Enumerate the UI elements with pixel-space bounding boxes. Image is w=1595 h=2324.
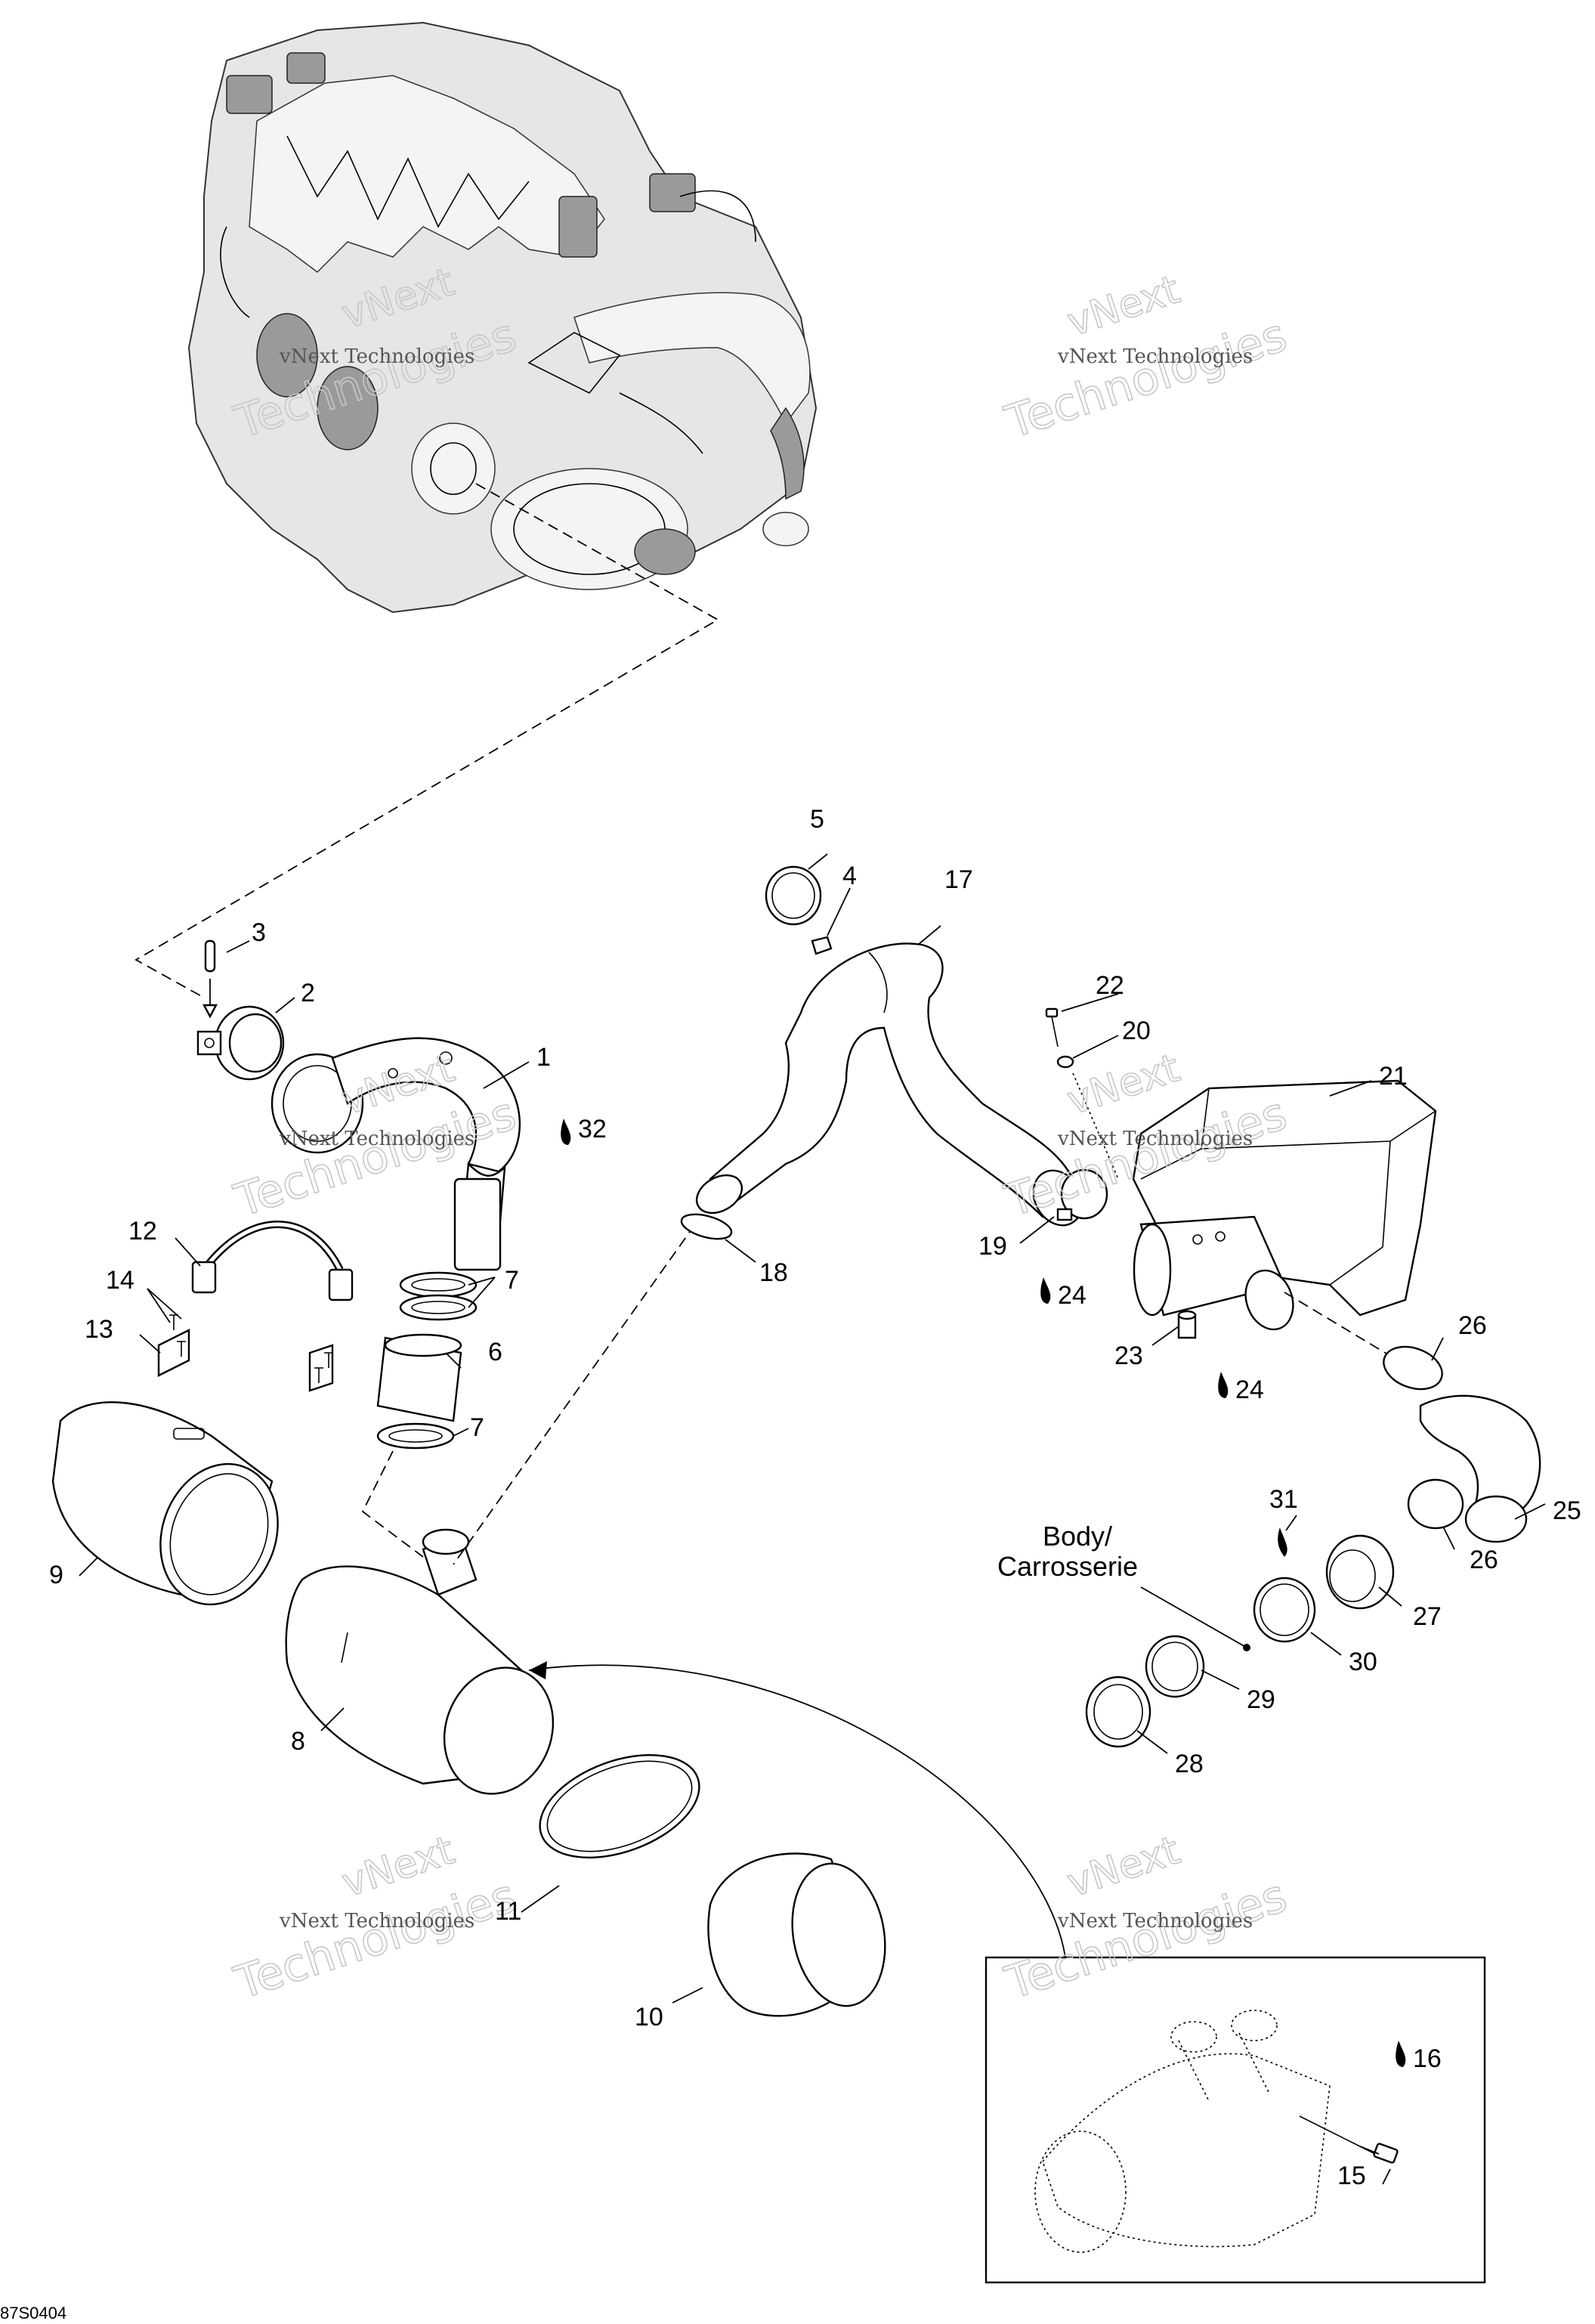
callout-25: 25	[1553, 1496, 1581, 1525]
part-3-pin	[202, 939, 218, 1019]
part-31-sealant-point	[1278, 1527, 1287, 1558]
callout-26a: 26	[1458, 1311, 1487, 1340]
callout-3: 3	[252, 918, 266, 947]
callout-4: 4	[842, 862, 857, 890]
part-19-clamp	[1056, 1168, 1108, 1221]
inset-box	[985, 1956, 1486, 2284]
callout-8: 8	[291, 1727, 305, 1756]
callout-7a: 7	[505, 1266, 519, 1295]
callout-28: 28	[1175, 1750, 1204, 1778]
svg-text:vNext Technologies: vNext Technologies	[1057, 1910, 1253, 1933]
callout-30: 30	[1349, 1648, 1377, 1676]
svg-text:vNext: vNext	[1062, 1045, 1185, 1124]
callout-26b: 26	[1470, 1546, 1498, 1574]
part-26-clamp-upper	[1383, 1345, 1443, 1391]
callout-6: 6	[488, 1338, 502, 1366]
watermark-5: vNext Technologies vNext Technologies	[227, 1827, 523, 2011]
callout-2: 2	[301, 979, 315, 1007]
diagram-code: 87S0404	[0, 2304, 66, 2322]
watermark-6: vNext Technologies vNext Technologies	[998, 1827, 1294, 2011]
leader-lines	[79, 853, 1546, 2185]
part-4-clip	[811, 936, 833, 955]
svg-text:Technologies: Technologies	[999, 1870, 1293, 2010]
body-label: Body/ Carrosserie	[997, 1521, 1138, 1582]
drop-icon-24b	[1218, 1372, 1229, 1398]
svg-text:Body/: Body/	[1043, 1521, 1112, 1552]
callout-29: 29	[1247, 1685, 1275, 1714]
engine-assembly	[187, 21, 818, 614]
callout-13: 13	[85, 1315, 113, 1344]
svg-text:vNext Technologies: vNext Technologies	[1057, 345, 1253, 368]
svg-text:vNext Technologies: vNext Technologies	[279, 1910, 474, 1933]
part-25-elbow	[1419, 1394, 1541, 1543]
part-15-sensor	[1299, 2115, 1399, 2164]
part-13-brackets	[157, 1329, 334, 1392]
svg-text:vNext Technologies: vNext Technologies	[279, 1128, 474, 1150]
part-11-ring	[539, 1754, 700, 1858]
part-9-heat-shield	[51, 1401, 279, 1606]
part-5-ring	[765, 865, 822, 926]
callout-10: 10	[635, 2003, 663, 2032]
svg-text:vNext Technologies: vNext Technologies	[1057, 1128, 1253, 1150]
svg-text:vNext: vNext	[1062, 267, 1185, 345]
part-20-washer	[1056, 1055, 1074, 1069]
part-7-gasket-lower	[376, 1422, 455, 1450]
svg-text:vNext Technologies: vNext Technologies	[279, 345, 474, 368]
callout-16: 16	[1413, 2044, 1442, 2073]
callout-24b: 24	[1235, 1376, 1264, 1404]
callout-24a: 24	[1058, 1281, 1087, 1310]
callout-9: 9	[49, 1561, 63, 1589]
callout-19: 19	[978, 1232, 1007, 1261]
part-22-screw	[1045, 1007, 1059, 1048]
callout-12: 12	[128, 1217, 157, 1246]
part-14-screws	[169, 1314, 333, 1383]
callout-1: 1	[536, 1043, 551, 1072]
part-26-clamp-lower	[1407, 1478, 1464, 1530]
part-30-ring	[1253, 1577, 1316, 1643]
callout-7b: 7	[470, 1413, 484, 1442]
callout-32: 32	[578, 1115, 607, 1143]
part-28-nut	[1085, 1676, 1151, 1748]
callout-18: 18	[759, 1258, 788, 1287]
part-29-ring	[1145, 1635, 1205, 1698]
svg-text:vNext: vNext	[1062, 1827, 1185, 1906]
callout-23: 23	[1114, 1341, 1143, 1370]
part-27-fitting	[1325, 1534, 1395, 1610]
part-8-muffler	[285, 1528, 555, 1795]
callout-11: 11	[495, 1897, 521, 1926]
callout-20: 20	[1122, 1017, 1151, 1045]
svg-text:Technologies: Technologies	[999, 309, 1293, 450]
svg-text:Carrosserie: Carrosserie	[997, 1551, 1138, 1582]
callout-31: 31	[1269, 1485, 1298, 1514]
callout-5: 5	[810, 805, 824, 834]
part-24-outlet-pipe	[1133, 1215, 1294, 1331]
part-1-exhaust-manifold	[270, 1037, 521, 1271]
part-10-endcap	[707, 1852, 886, 2017]
drop-icon-16	[1396, 2041, 1406, 2067]
part-7-gasket-upper	[399, 1271, 478, 1321]
part-6-sleeve	[376, 1333, 462, 1422]
callout-15: 15	[1337, 2162, 1366, 2190]
callout-21: 21	[1379, 1062, 1408, 1091]
callout-17: 17	[944, 865, 973, 894]
callout-labels: 1 2 3 4 5 6 7 7 8 9 10 11 12 13 14 15 16…	[49, 805, 1581, 2190]
drop-icon-32	[561, 1119, 571, 1145]
part-18-ring	[680, 1213, 733, 1240]
callout-27: 27	[1413, 1602, 1442, 1631]
part-23-grommet	[1177, 1310, 1197, 1339]
watermark-2: vNext Technologies vNext Technologies	[998, 267, 1294, 450]
callout-22: 22	[1096, 971, 1124, 1000]
callout-14: 14	[106, 1266, 134, 1295]
part-2-clamp	[196, 1005, 285, 1081]
part-12-strap	[191, 1221, 354, 1301]
drop-icon-24a	[1040, 1277, 1051, 1304]
